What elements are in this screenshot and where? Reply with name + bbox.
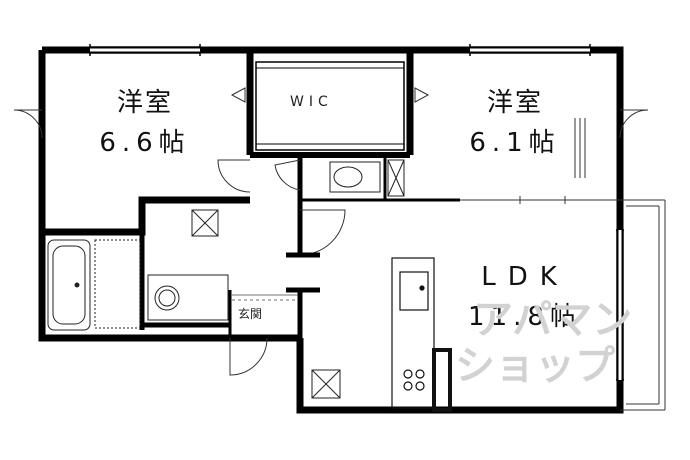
kitchen-counter	[391, 257, 452, 412]
room-ldk-name: LDK	[481, 262, 569, 292]
watermark-line2: ショップ	[455, 343, 615, 389]
room-bedroom-left-name: 洋室	[116, 88, 173, 118]
room-wic-label: WIC	[290, 94, 333, 110]
doors	[13, 87, 649, 376]
interior-walls	[139, 155, 460, 338]
windows	[89, 44, 624, 381]
room-bedroom-left-size: 6.6帖	[99, 128, 191, 158]
room-entrance-label: 玄関	[238, 307, 263, 321]
room-bedroom-right-size: 6.1帖	[469, 128, 561, 158]
room-bedroom-left: 洋室 6.6帖	[60, 88, 230, 158]
watermark-line1: アパマン	[473, 297, 633, 343]
room-ldk: LDK 11.8帖	[440, 262, 610, 332]
room-bedroom-right-name: 洋室	[486, 88, 543, 118]
room-bedroom-right: 洋室 6.1帖	[430, 88, 600, 158]
partitions	[460, 118, 666, 411]
watermark-logo: アパマン ショップ	[455, 300, 632, 386]
room-ldk-size: 11.8帖	[468, 302, 582, 332]
fixtures	[47, 159, 405, 399]
entrance-floor	[232, 252, 320, 301]
wic-closet	[250, 61, 410, 158]
